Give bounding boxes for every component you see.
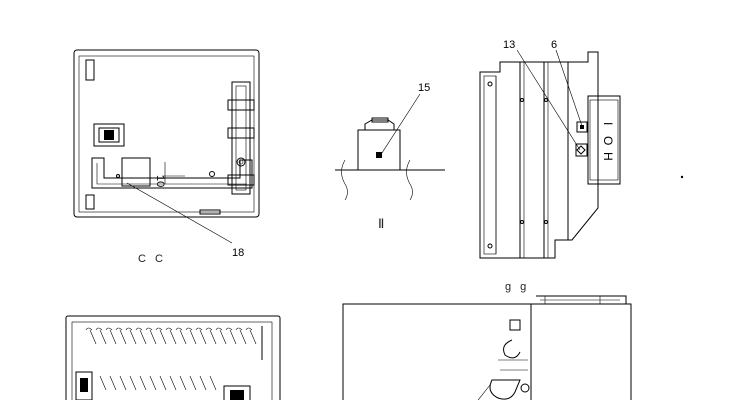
stray-dot bbox=[680, 175, 684, 179]
bottom-right-drawing bbox=[342, 295, 632, 400]
view-gg-drawing: I O H bbox=[479, 49, 621, 259]
callout-13: 13 bbox=[503, 39, 515, 51]
svg-text:I: I bbox=[601, 122, 615, 125]
view-cc-drawing bbox=[73, 49, 260, 244]
svg-text:O: O bbox=[601, 136, 615, 145]
callout-15: 15 bbox=[418, 82, 430, 94]
view-ii-drawing bbox=[335, 93, 445, 201]
dimension-10: 10 bbox=[154, 175, 166, 187]
view-label-cc: C C bbox=[138, 253, 166, 265]
svg-text:H: H bbox=[601, 152, 615, 161]
bottom-left-drawing bbox=[65, 315, 281, 400]
callout-6: 6 bbox=[551, 39, 557, 51]
callout-18: 18 bbox=[232, 247, 244, 259]
view-label-ii: Ⅱ bbox=[378, 216, 384, 231]
view-label-gg: g g bbox=[505, 281, 529, 293]
